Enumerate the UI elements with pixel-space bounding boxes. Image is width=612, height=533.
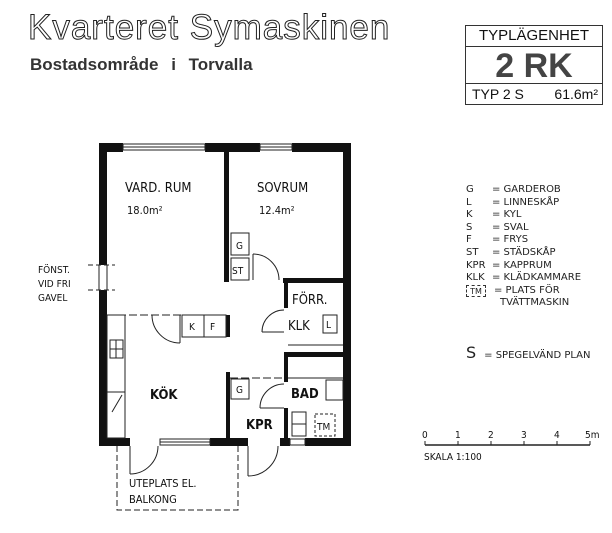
washer-symbol-icon: TM [466, 284, 486, 297]
mirror-note: S= SPEGELVÄND PLAN [466, 343, 591, 362]
legend-item: KPR= KAPPRUM [466, 259, 552, 271]
legend-item: KLK= KLÄDKAMMARE [466, 272, 582, 284]
bedroom-area: 12.4m² [259, 204, 295, 217]
legend-item: F= FRYS [466, 234, 529, 246]
living-room-name: VARD. RUM [125, 181, 192, 196]
scale-labels: 0 1 2 3 4 5m SKALA 1:100 [422, 430, 600, 463]
scale-tick-label: 2 [488, 430, 494, 441]
project-subtitle: Bostadsområde i Torvalla [30, 55, 253, 74]
scale-tick-label: 1 [455, 430, 461, 441]
scale-tick-label: 5m [585, 430, 600, 441]
living-room-area: 18.0m² [127, 204, 163, 217]
legend: G= GARDEROB L= LINNESKÅP K= KYL S= SVAL … [466, 184, 581, 310]
legend-item: K= KYL [466, 209, 522, 221]
wardrobe-label: G [236, 241, 243, 252]
storage-name: FÖRR. [292, 291, 327, 308]
freezer-label: F [210, 322, 215, 333]
gable-note-3: GAVEL [38, 293, 67, 304]
gable-note-2: VID FRI [38, 279, 71, 290]
windows-and-fixtures [88, 143, 591, 511]
legend-item: L= LINNESKÅP [466, 196, 560, 208]
apartment-type: TYP 2 S [472, 86, 524, 102]
bedroom-name: SOVRUM [257, 181, 308, 196]
fixture-labels: G ST K F L G TM FÖNST. VID FRI GAVEL [38, 241, 331, 433]
kitchen-name: KÖK [150, 387, 178, 403]
kpr-wardrobe-label: G [236, 385, 243, 396]
linen-cabinet-label: L [326, 320, 331, 331]
closet-name: KLK [288, 319, 310, 334]
legend-item: TVÄTTMASKIN [500, 297, 570, 309]
room-labels: VARD. RUM 18.0m² SOVRUM 12.4m² FÖRR. KLK… [125, 181, 327, 506]
scale-ticks [424, 441, 591, 445]
apartment-area: 61.6m² [554, 86, 598, 102]
legend-item: G= GARDEROB [466, 184, 561, 195]
bath-name: BAD [291, 387, 319, 402]
legend-item: TM= PLATS FÖR [466, 284, 581, 298]
apartment-size: 2 RK [495, 47, 573, 85]
washer-label: TM [316, 422, 330, 433]
scale-tick-label: 0 [422, 430, 428, 441]
coat-room-name: KPR [246, 418, 273, 433]
type-box-footer: TYP 2 S 61.6m² [466, 83, 602, 104]
legend-item: S= SVAL [466, 221, 529, 233]
scale-label: SKALA 1:100 [424, 452, 482, 463]
project-title: Kvarteret Symaskinen [27, 8, 391, 48]
scale-tick-label: 4 [554, 430, 560, 441]
walls [99, 143, 351, 446]
balcony-label-2: BALKONG [129, 493, 177, 506]
type-box-heading: TYPLÄGENHET [466, 27, 602, 47]
apartment-type-box: TYPLÄGENHET 2 RK TYP 2 S 61.6m² [465, 25, 603, 105]
gable-note-1: FÖNST. [38, 263, 70, 276]
balcony-label-1: UTEPLATS EL. [129, 477, 197, 490]
legend-item: ST= STÄDSKÅP [466, 246, 556, 258]
fridge-label: K [189, 322, 196, 333]
scale-tick-label: 3 [521, 430, 527, 441]
cleaning-cabinet-label: ST [232, 266, 244, 277]
